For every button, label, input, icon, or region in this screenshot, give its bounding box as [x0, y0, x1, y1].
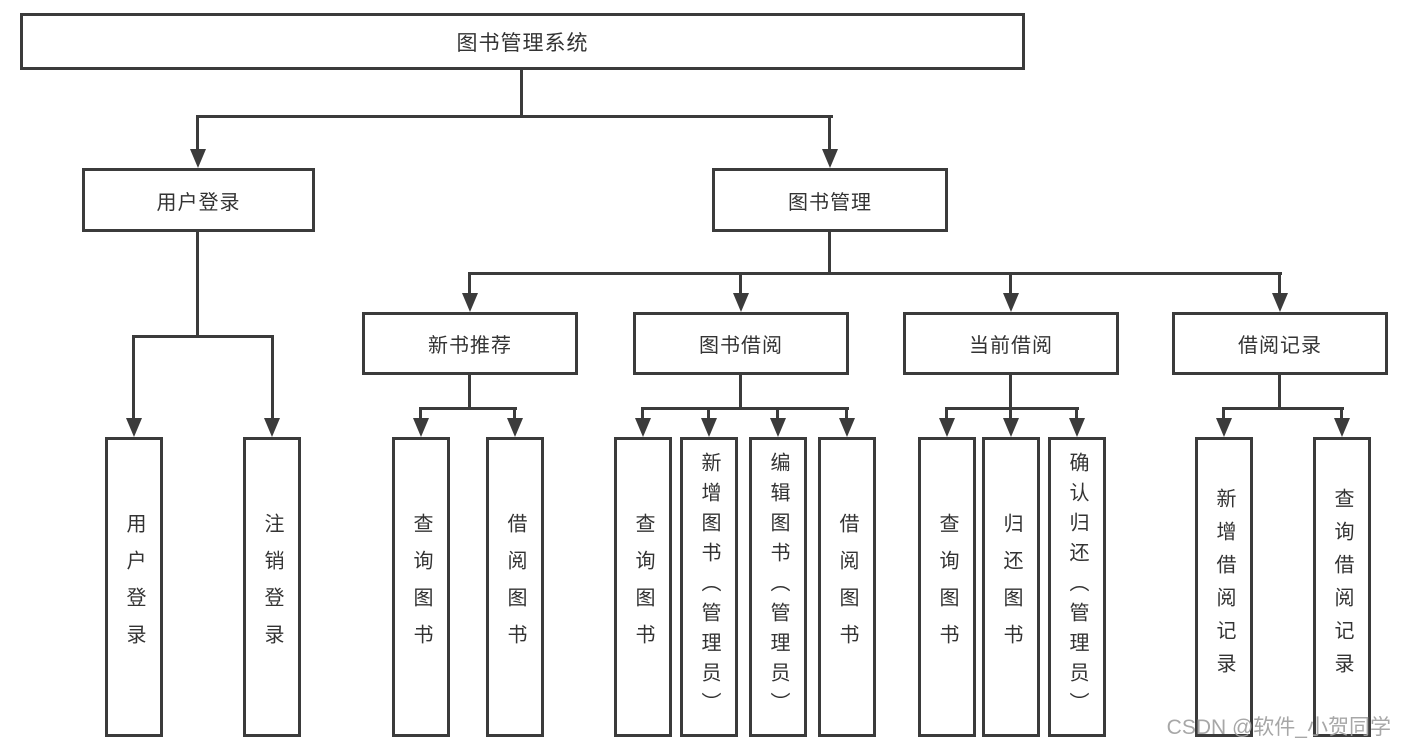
node-leaf-query-borrow-record: 查询借阅记录 [1313, 437, 1371, 737]
connector-user-stem [196, 232, 199, 338]
connector-stem [468, 375, 471, 409]
node-leaf-borrow-books-2: 借阅图书 [818, 437, 876, 737]
node-borrow-records: 借阅记录 [1172, 312, 1388, 375]
arrowhead-down [126, 418, 142, 437]
connector-drop [196, 115, 199, 152]
node-leaf-query-books-3: 查询图书 [918, 437, 976, 737]
node-leaf-add-borrow-record: 新增借阅记录 [1195, 437, 1253, 737]
connector-rail [1222, 407, 1344, 410]
connector-rail [419, 407, 517, 410]
arrowhead-down [462, 293, 478, 312]
arrowhead-down [264, 418, 280, 437]
arrowhead-down [635, 418, 651, 437]
arrowhead-down [701, 418, 717, 437]
connector-drop [776, 407, 779, 427]
arrowhead-down [822, 149, 838, 168]
arrowhead-down [507, 418, 523, 437]
connector-drop [641, 407, 644, 427]
connector-drop [1009, 407, 1012, 427]
csdn-watermark: CSDN @软件_小贺同学 [1166, 716, 1391, 739]
connector-mgmt-stem [828, 232, 831, 275]
connector-drop [132, 335, 135, 421]
connector-stem [1278, 375, 1281, 409]
node-current-borrow: 当前借阅 [903, 312, 1119, 375]
node-book-borrow: 图书借阅 [633, 312, 849, 375]
connector-drop [513, 407, 516, 427]
node-book-management: 图书管理 [712, 168, 948, 232]
arrowhead-down [770, 418, 786, 437]
arrowhead-down [939, 418, 955, 437]
node-leaf-user-login: 用户登录 [105, 437, 163, 737]
node-root: 图书管理系统 [20, 13, 1025, 70]
connector-drop [845, 407, 848, 427]
node-leaf-return-books: 归还图书 [982, 437, 1040, 737]
node-user-login: 用户登录 [82, 168, 315, 232]
connector-root-rail [197, 115, 833, 118]
arrowhead-down [839, 418, 855, 437]
arrowhead-down [190, 149, 206, 168]
connector-drop [419, 407, 422, 427]
arrowhead-down [1334, 418, 1350, 437]
connector-rail [641, 407, 849, 410]
node-leaf-logout: 注销登录 [243, 437, 301, 737]
arrowhead-down [413, 418, 429, 437]
connector-drop [739, 272, 742, 296]
node-leaf-edit-book-admin: 编辑图书（管理员） [749, 437, 807, 737]
connector-rail [945, 407, 1079, 410]
node-new-book-recommend: 新书推荐 [362, 312, 578, 375]
connector-drop [1278, 272, 1281, 296]
connector-drop [1222, 407, 1225, 427]
arrowhead-down [1003, 418, 1019, 437]
connector-drop [828, 115, 831, 152]
node-leaf-add-book-admin: 新增图书（管理员） [680, 437, 738, 737]
node-leaf-confirm-return-admin: 确认归还（管理员） [1048, 437, 1106, 737]
connector-drop [1009, 272, 1012, 296]
connector-mgmt-rail [468, 272, 1282, 275]
connector-drop [945, 407, 948, 427]
connector-drop [468, 272, 471, 296]
connector-user-rail [132, 335, 274, 338]
arrowhead-down [1272, 293, 1288, 312]
arrowhead-down [1003, 293, 1019, 312]
node-leaf-borrow-books-1: 借阅图书 [486, 437, 544, 737]
connector-drop [271, 335, 274, 421]
connector-drop [1340, 407, 1343, 427]
node-leaf-query-books-1: 查询图书 [392, 437, 450, 737]
arrowhead-down [733, 293, 749, 312]
arrowhead-down [1216, 418, 1232, 437]
connector-stem [739, 375, 742, 409]
node-leaf-query-books-2: 查询图书 [614, 437, 672, 737]
connector-stem [1009, 375, 1012, 409]
connector-root-stem [520, 69, 523, 118]
arrowhead-down [1069, 418, 1085, 437]
connector-drop [1075, 407, 1078, 427]
connector-drop [707, 407, 710, 427]
